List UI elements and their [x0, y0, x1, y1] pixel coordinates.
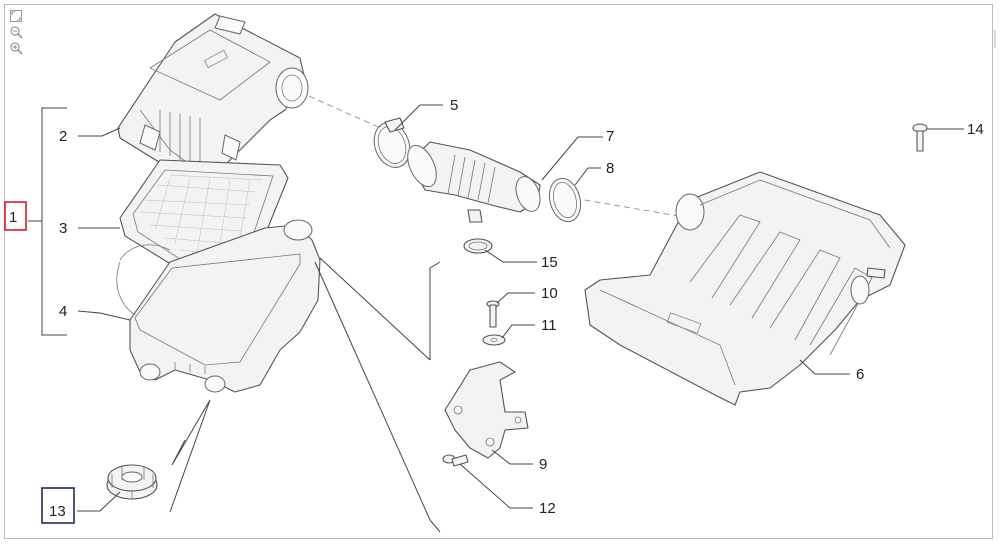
zoom-in-icon[interactable]: [9, 41, 23, 55]
callout-13-highlight: [41, 487, 75, 524]
zoom-toolbar: [9, 9, 27, 57]
part-filter-housing[interactable]: [116, 219, 321, 393]
callout-4[interactable]: 4: [59, 303, 67, 320]
callout-3[interactable]: 3: [59, 220, 67, 237]
part-bolt-10[interactable]: [486, 300, 500, 328]
callout-8[interactable]: 8: [606, 160, 614, 177]
callout-12[interactable]: 12: [539, 500, 556, 517]
callout-11[interactable]: 11: [541, 317, 557, 334]
part-intake-hose[interactable]: [402, 141, 545, 223]
callout-6[interactable]: 6: [856, 366, 864, 383]
callout-9[interactable]: 9: [539, 456, 547, 473]
part-bolt-14[interactable]: [912, 123, 928, 152]
part-washer[interactable]: [482, 334, 506, 346]
callout-15[interactable]: 15: [541, 254, 558, 271]
callout-1[interactable]: 1: [9, 209, 17, 226]
callout-7[interactable]: 7: [606, 128, 614, 145]
part-rubber-mount[interactable]: [106, 464, 158, 500]
callout-2[interactable]: 2: [59, 128, 67, 145]
leader-lines: [77, 104, 964, 533]
part-small-clamp[interactable]: [463, 238, 493, 254]
part-air-filter-cover[interactable]: [117, 13, 309, 181]
callout-5[interactable]: 5: [450, 97, 458, 114]
fit-page-icon[interactable]: [9, 9, 23, 23]
callout-10[interactable]: 10: [541, 285, 558, 302]
callout-13[interactable]: 13: [49, 503, 66, 520]
callout-1-highlight: [4, 201, 27, 231]
scroll-edge: [994, 30, 996, 48]
callout-14[interactable]: 14: [967, 121, 984, 138]
part-hose-clamp-8[interactable]: [545, 175, 585, 225]
part-intake-cover[interactable]: [584, 171, 906, 406]
part-bracket[interactable]: [444, 361, 529, 459]
zoom-out-icon[interactable]: [9, 25, 23, 39]
part-hose-clamp-5[interactable]: [368, 117, 416, 173]
axis-line-left: [299, 91, 386, 131]
part-bolt-12[interactable]: [442, 454, 469, 467]
